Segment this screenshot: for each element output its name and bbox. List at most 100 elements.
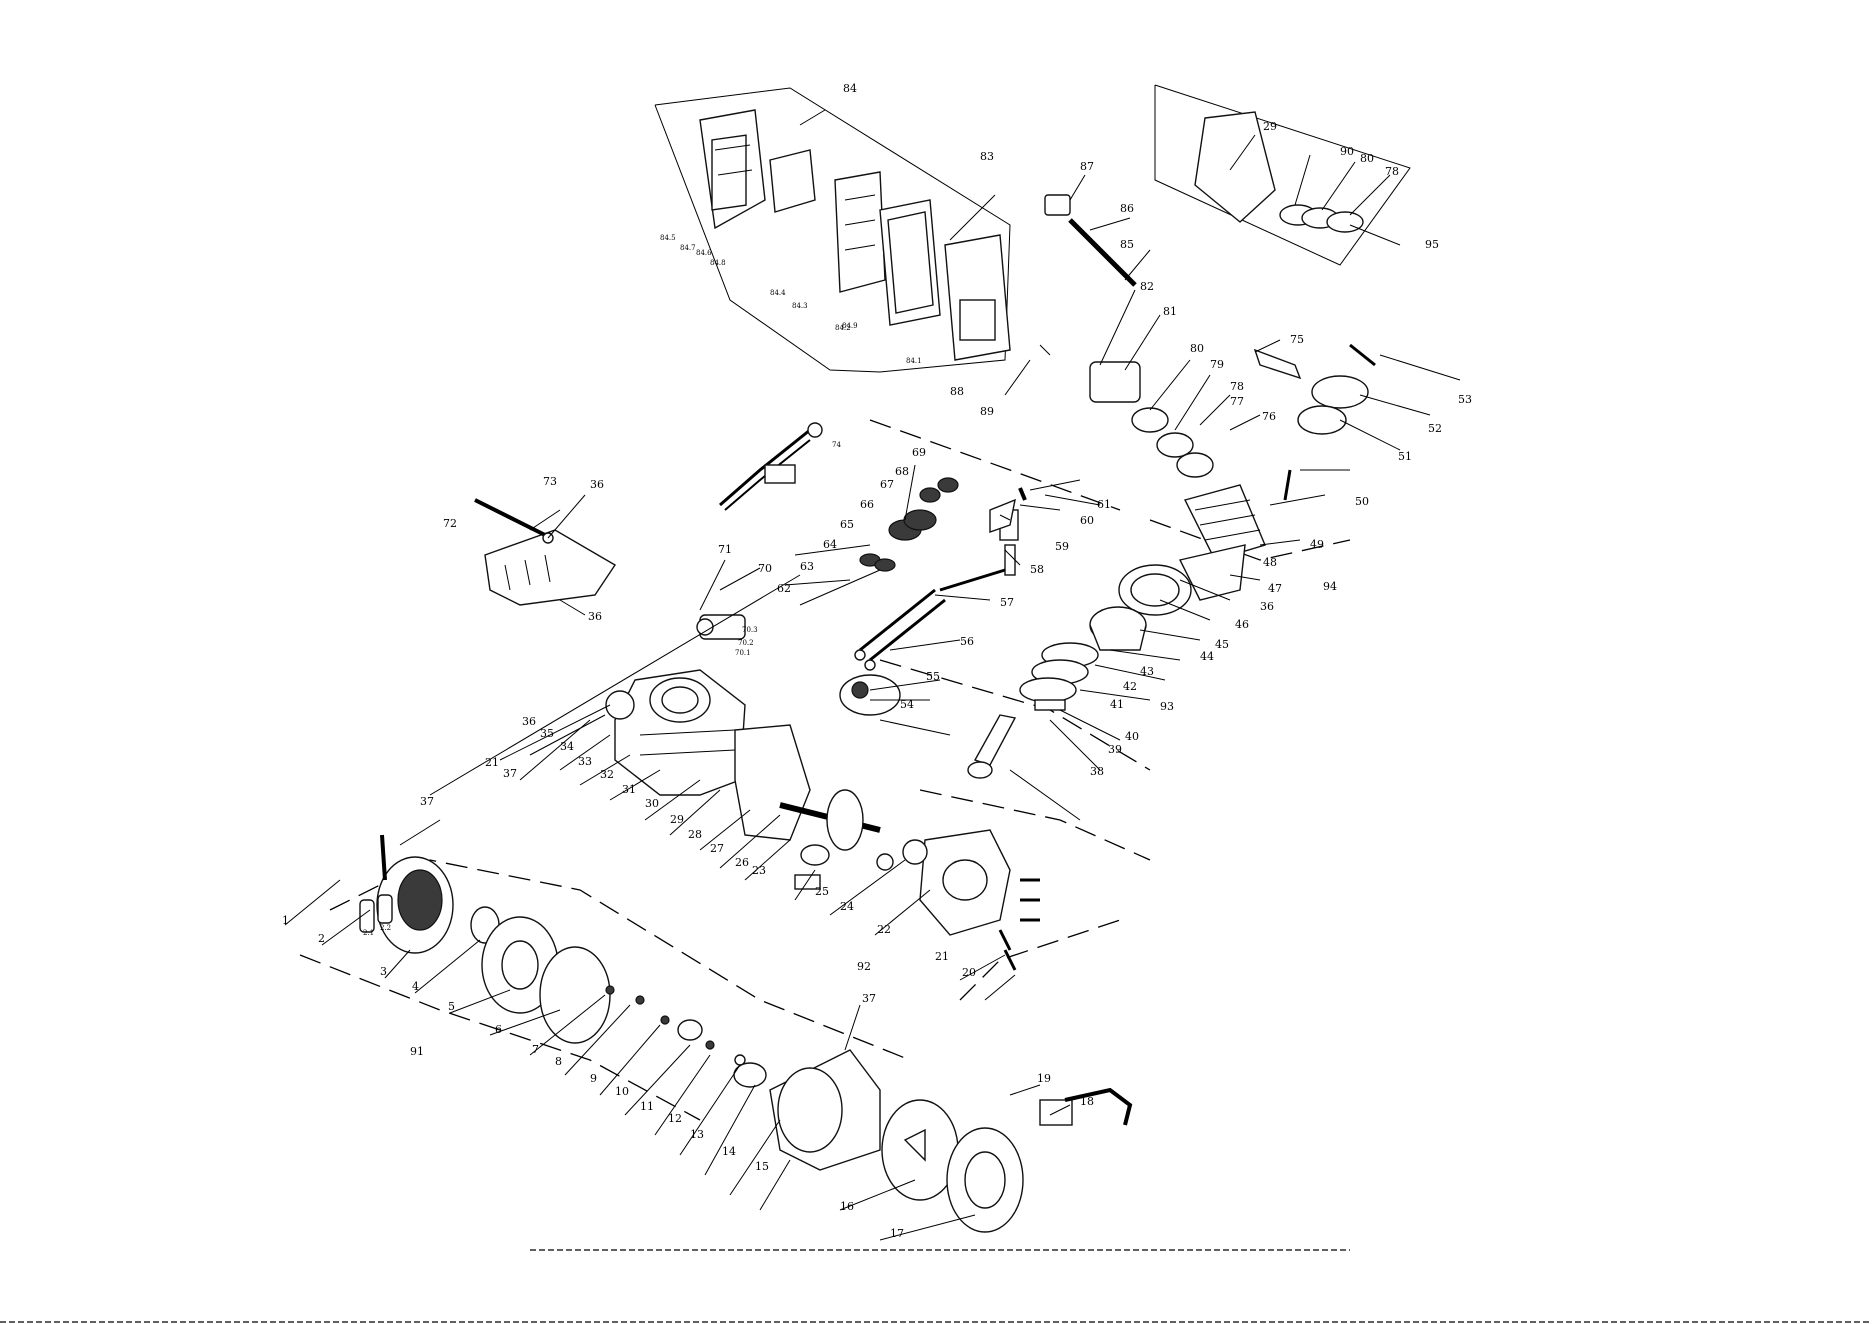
label-84: 84 (843, 82, 857, 95)
label-36c: 36 (522, 715, 536, 728)
rocker-arms (989, 487, 1027, 533)
valve-parts (854, 509, 1019, 671)
muffler-pipe (1253, 348, 1302, 380)
label-28: 28 (688, 828, 702, 841)
label-14: 14 (722, 1145, 736, 1158)
starter-clutch (733, 1062, 767, 1088)
label-84-7: 84.7 (680, 244, 696, 252)
label-84-1: 84.1 (906, 357, 922, 365)
muffler-bolts (1283, 343, 1376, 501)
label-61: 61 (1097, 498, 1111, 511)
label-51: 51 (1398, 450, 1412, 463)
label-74: 74 (832, 441, 841, 449)
flywheel-fan (881, 1099, 959, 1201)
label-37b: 37 (503, 767, 517, 780)
label-58: 58 (1030, 563, 1044, 576)
air-filter-cover (699, 109, 766, 230)
label-59: 59 (1055, 540, 1069, 553)
label-17: 17 (890, 1227, 904, 1240)
springs (859, 477, 959, 572)
label-80a: 80 (1360, 152, 1374, 165)
piston (1089, 606, 1147, 651)
label-57: 57 (1000, 596, 1014, 609)
label-45: 45 (1215, 638, 1229, 651)
label-11: 11 (640, 1100, 654, 1113)
label-10: 10 (615, 1085, 629, 1098)
label-24: 24 (840, 900, 854, 913)
label-34: 34 (560, 740, 574, 753)
oil-seal-and-bearing (876, 839, 928, 871)
choke-knob (1044, 194, 1071, 216)
label-70-1: 70.1 (735, 649, 751, 657)
crankshaft (779, 789, 881, 851)
head-gasket (1118, 564, 1192, 616)
label-87: 87 (1080, 160, 1094, 173)
label-55: 55 (926, 670, 940, 683)
muffler-gasket (1297, 405, 1347, 435)
label-56: 56 (960, 635, 974, 648)
piston-rings (1019, 642, 1099, 703)
label-85: 85 (1120, 238, 1134, 251)
label-12: 12 (668, 1112, 682, 1125)
air-filter-element (769, 149, 816, 213)
label-83: 83 (980, 150, 994, 163)
label-82: 82 (1140, 280, 1154, 293)
label-72: 72 (443, 517, 457, 530)
label-39: 39 (1108, 743, 1122, 756)
label-88: 88 (950, 385, 964, 398)
label-37a: 37 (420, 795, 434, 808)
air-filter-frame (834, 171, 886, 293)
label-4: 4 (412, 980, 419, 993)
label-73: 73 (543, 475, 557, 488)
label-49: 49 (1310, 538, 1324, 551)
label-71: 71 (718, 543, 732, 556)
label-22: 22 (877, 923, 891, 936)
crankcase (605, 669, 746, 796)
starter-motor (696, 614, 746, 640)
label-20: 20 (962, 966, 976, 979)
label-94: 94 (1323, 580, 1337, 593)
label-37c: 37 (862, 992, 876, 1005)
fan-housing (769, 1049, 881, 1171)
starter-handle (359, 894, 393, 933)
label-6: 6 (495, 1023, 502, 1036)
label-5: 5 (448, 1000, 455, 1013)
label-15: 15 (755, 1160, 769, 1173)
label-89: 89 (980, 405, 994, 418)
wiring-harness (719, 422, 823, 511)
label-75: 75 (1290, 333, 1304, 346)
label-32: 32 (600, 768, 614, 781)
label-33: 33 (578, 755, 592, 768)
label-70: 70 (758, 562, 772, 575)
label-27: 27 (710, 842, 724, 855)
label-95: 95 (1425, 238, 1439, 251)
label-84-5: 84.5 (660, 234, 676, 242)
label-2-1: 2.1 (363, 929, 374, 937)
label-1: 1 (282, 914, 289, 927)
leader-lines (284, 109, 1461, 1241)
label-69: 69 (912, 446, 926, 459)
label-47: 47 (1268, 582, 1282, 595)
starter-cup (376, 856, 454, 954)
fuel-gaskets (1279, 204, 1364, 233)
label-92: 92 (857, 960, 871, 973)
label-93: 93 (1160, 700, 1174, 713)
intake-gaskets (1131, 407, 1214, 478)
air-filter-base (944, 234, 1011, 361)
piston-pin (1034, 699, 1066, 711)
label-13: 13 (690, 1128, 704, 1141)
label-3: 3 (380, 965, 387, 978)
label-84-2: 84.2 (835, 324, 851, 332)
label-79: 79 (1210, 358, 1224, 371)
label-44: 44 (1200, 650, 1214, 663)
cylinder-head (1183, 484, 1266, 561)
label-67: 67 (880, 478, 894, 491)
label-43: 43 (1140, 665, 1154, 678)
recoil-pulley (481, 916, 559, 1014)
label-8: 8 (555, 1055, 562, 1068)
label-30: 30 (645, 797, 659, 810)
choke-rod (1068, 218, 1137, 287)
label-2: 2 (318, 932, 325, 945)
label-23: 23 (752, 864, 766, 877)
label-52: 52 (1428, 422, 1442, 435)
